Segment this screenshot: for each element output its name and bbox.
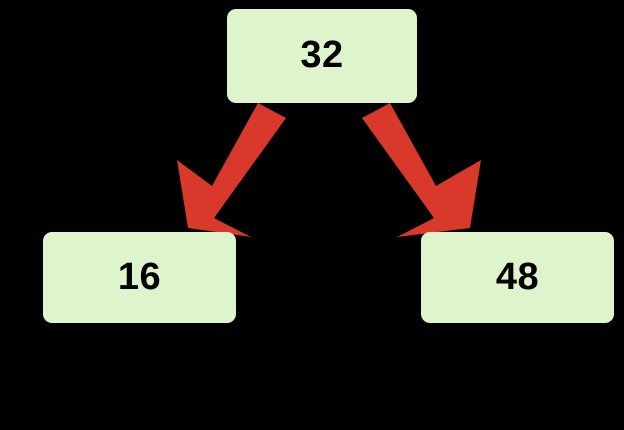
tree-node-left-child-label: 16 [117, 255, 162, 298]
edge-root-to-right-arrow [362, 103, 481, 237]
tree-node-right-child-label: 48 [495, 255, 540, 298]
tree-node-root-label: 32 [300, 34, 344, 76]
edge-root-to-left-arrow [177, 103, 286, 237]
tree-node-root[interactable]: 32 [227, 9, 417, 103]
tree-node-left-child[interactable]: 16 [43, 232, 236, 323]
tree-node-right-child[interactable]: 48 [421, 232, 614, 323]
